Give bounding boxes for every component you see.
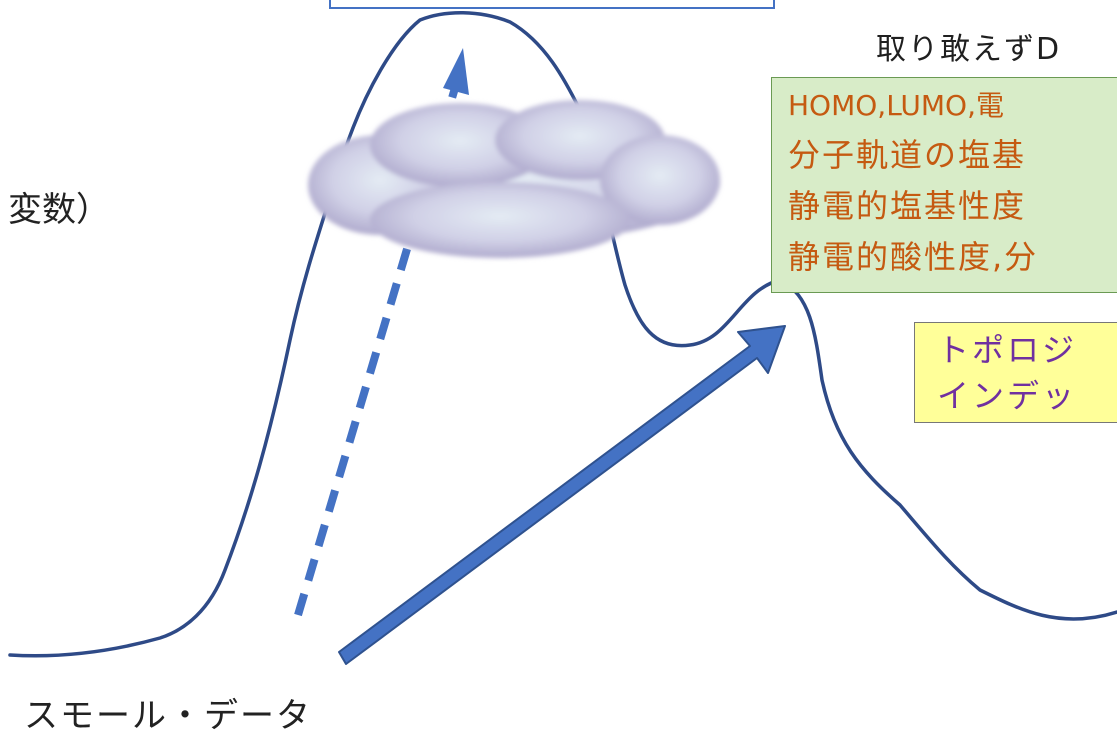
top-note: 取り敢えずD (876, 32, 1062, 67)
topology-box: トポロジ インデッ (914, 322, 1117, 423)
dashed-arrow-head (443, 48, 469, 95)
solid-arrow (338, 325, 786, 665)
topology-line: トポロジ (937, 331, 1078, 369)
top-box-partial (329, 0, 775, 9)
bottom-label: スモール・データ (24, 696, 312, 736)
descriptor-line: 分子軌道の塩基 (788, 136, 1027, 174)
descriptor-line: HOMO,LUMO,電 (788, 89, 1004, 122)
cloud-icon (308, 100, 720, 258)
dashed-arrow (294, 86, 459, 617)
descriptor-line: 静電的塩基性度 (788, 187, 1027, 225)
descriptor-box: HOMO,LUMO,電 分子軌道の塩基 静電的塩基性度 静電的酸性度,分 (771, 77, 1117, 293)
left-label: 変数） (8, 190, 110, 230)
descriptor-line: 静電的酸性度,分 (788, 238, 1039, 276)
topology-line: インデッ (937, 377, 1078, 415)
